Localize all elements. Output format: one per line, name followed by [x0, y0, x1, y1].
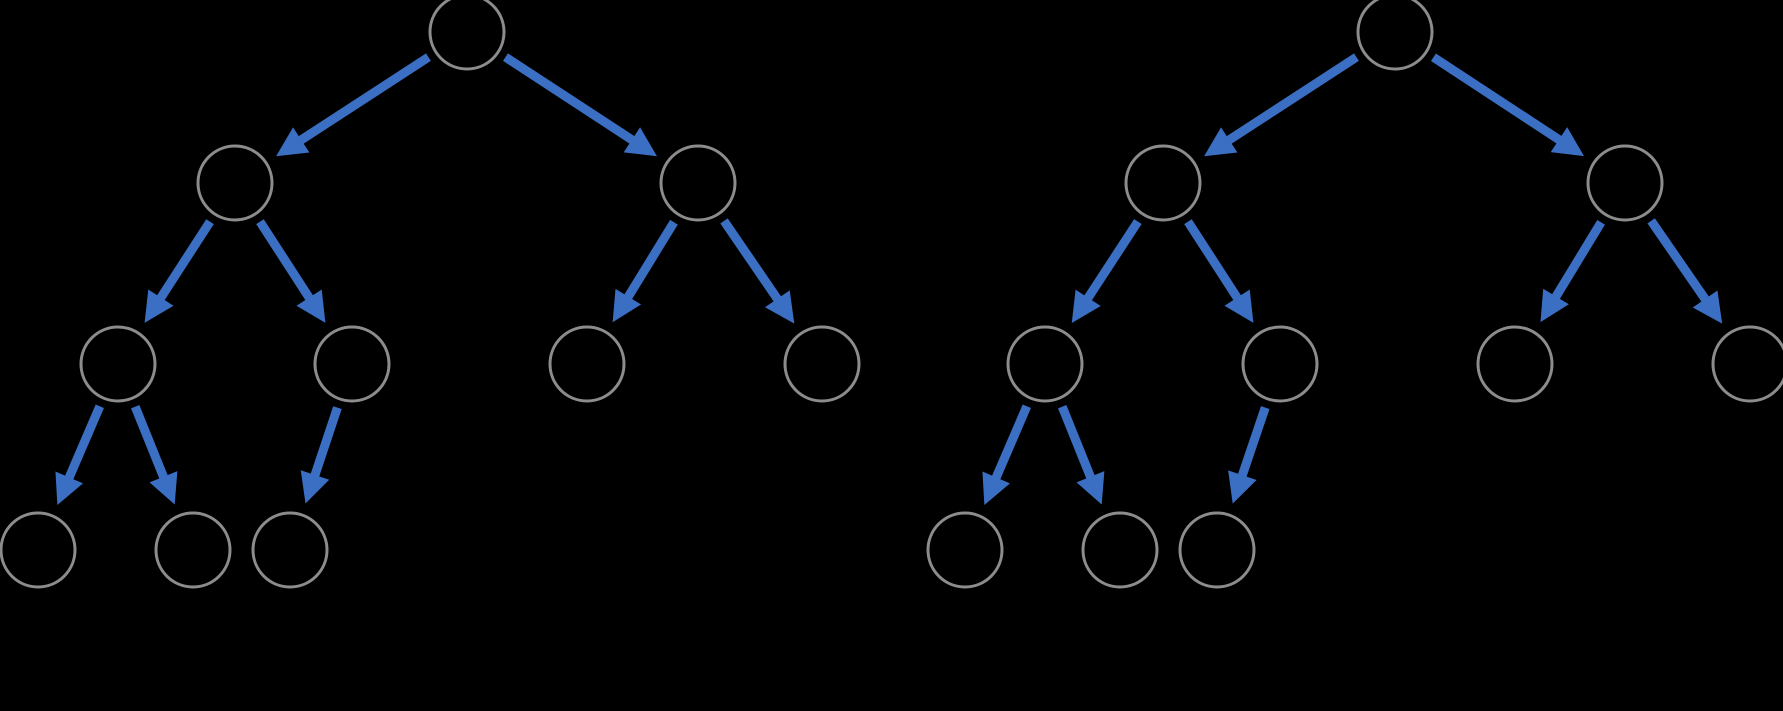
tree-nodes-tree-right	[926, 0, 1783, 589]
tree-edge-arrow	[612, 219, 678, 323]
tree-node[interactable]	[926, 511, 1004, 589]
tree-node[interactable]	[1586, 144, 1664, 222]
tree-edge-arrow	[55, 404, 104, 505]
tree-edge-arrow	[503, 53, 657, 157]
tree-edge-arrow	[1071, 219, 1142, 323]
tree-edge-arrow	[1540, 219, 1605, 323]
tree-edge-arrow	[256, 219, 326, 323]
tree-edge-arrow	[1228, 406, 1270, 504]
tree-node[interactable]	[428, 0, 506, 71]
tree-edge-arrow	[982, 404, 1031, 505]
tree-node[interactable]	[783, 325, 861, 403]
tree-node[interactable]	[154, 511, 232, 589]
tree-node[interactable]	[196, 144, 274, 222]
nodes-layer	[0, 0, 1783, 589]
edges-layer	[55, 53, 1723, 505]
tree-edges-tree-left	[55, 53, 795, 505]
tree-node[interactable]	[1178, 511, 1256, 589]
tree-edge-arrow	[300, 406, 342, 504]
tree-node[interactable]	[313, 325, 391, 403]
tree-node[interactable]	[1241, 325, 1319, 403]
tree-edges-tree-right	[982, 53, 1723, 505]
tree-node[interactable]	[79, 325, 157, 403]
tree-node[interactable]	[1356, 0, 1434, 71]
tree-edge-arrow	[1204, 53, 1359, 157]
tree-edge-arrow	[144, 219, 214, 323]
tree-node[interactable]	[0, 511, 77, 589]
tree-edge-arrow	[1430, 53, 1585, 157]
tree-edge-arrow	[276, 53, 431, 157]
tree-node[interactable]	[659, 144, 737, 222]
tree-node[interactable]	[251, 511, 329, 589]
tree-nodes-tree-left	[0, 0, 861, 589]
tree-edge-arrow	[1647, 218, 1723, 324]
tree-node[interactable]	[548, 325, 626, 403]
tree-edge-arrow	[720, 218, 795, 324]
tree-edge-arrow	[1184, 219, 1254, 323]
tree-node[interactable]	[1006, 325, 1084, 403]
tree-node[interactable]	[1476, 325, 1554, 403]
tree-node[interactable]	[1081, 511, 1159, 589]
tree-edge-arrow	[131, 404, 178, 505]
tree-node[interactable]	[1124, 144, 1202, 222]
tree-node[interactable]	[1711, 325, 1783, 403]
tree-edge-arrow	[1058, 404, 1105, 505]
